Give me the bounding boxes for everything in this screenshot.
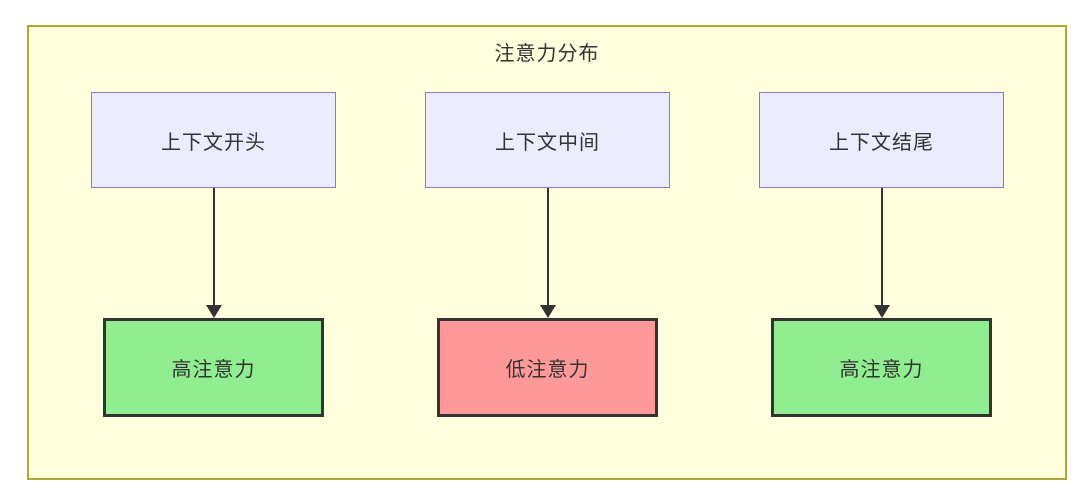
arrow-start-to-high [205, 188, 222, 318]
node-high-attention-2: 高注意力 [771, 318, 992, 417]
node-low-attention: 低注意力 [437, 318, 658, 417]
node-context-middle: 上下文中间 [425, 92, 670, 188]
flow-column-context-middle: 上下文中间 低注意力 [425, 92, 670, 417]
arrow-line [212, 188, 215, 305]
flow-column-context-start: 上下文开头 高注意力 [91, 92, 336, 417]
diagram-title: 注意力分布 [494, 43, 600, 65]
flow-column-context-end: 上下文结尾 高注意力 [759, 92, 1004, 417]
arrow-line [880, 188, 883, 305]
node-context-end: 上下文结尾 [759, 92, 1004, 188]
flow-row: 上下文开头 高注意力 上下文中间 低注意力 上下文结尾 [91, 92, 1004, 417]
arrow-middle-to-low [539, 188, 556, 318]
arrowhead-icon [539, 305, 556, 318]
arrowhead-icon [205, 305, 222, 318]
node-high-attention-1: 高注意力 [103, 318, 324, 417]
attention-distribution-container: 注意力分布 上下文开头 高注意力 上下文中间 低注意力 上下文结尾 [27, 25, 1067, 480]
node-context-start: 上下文开头 [91, 92, 336, 188]
arrowhead-icon [873, 305, 890, 318]
arrow-line [546, 188, 549, 305]
arrow-end-to-high [873, 188, 890, 318]
